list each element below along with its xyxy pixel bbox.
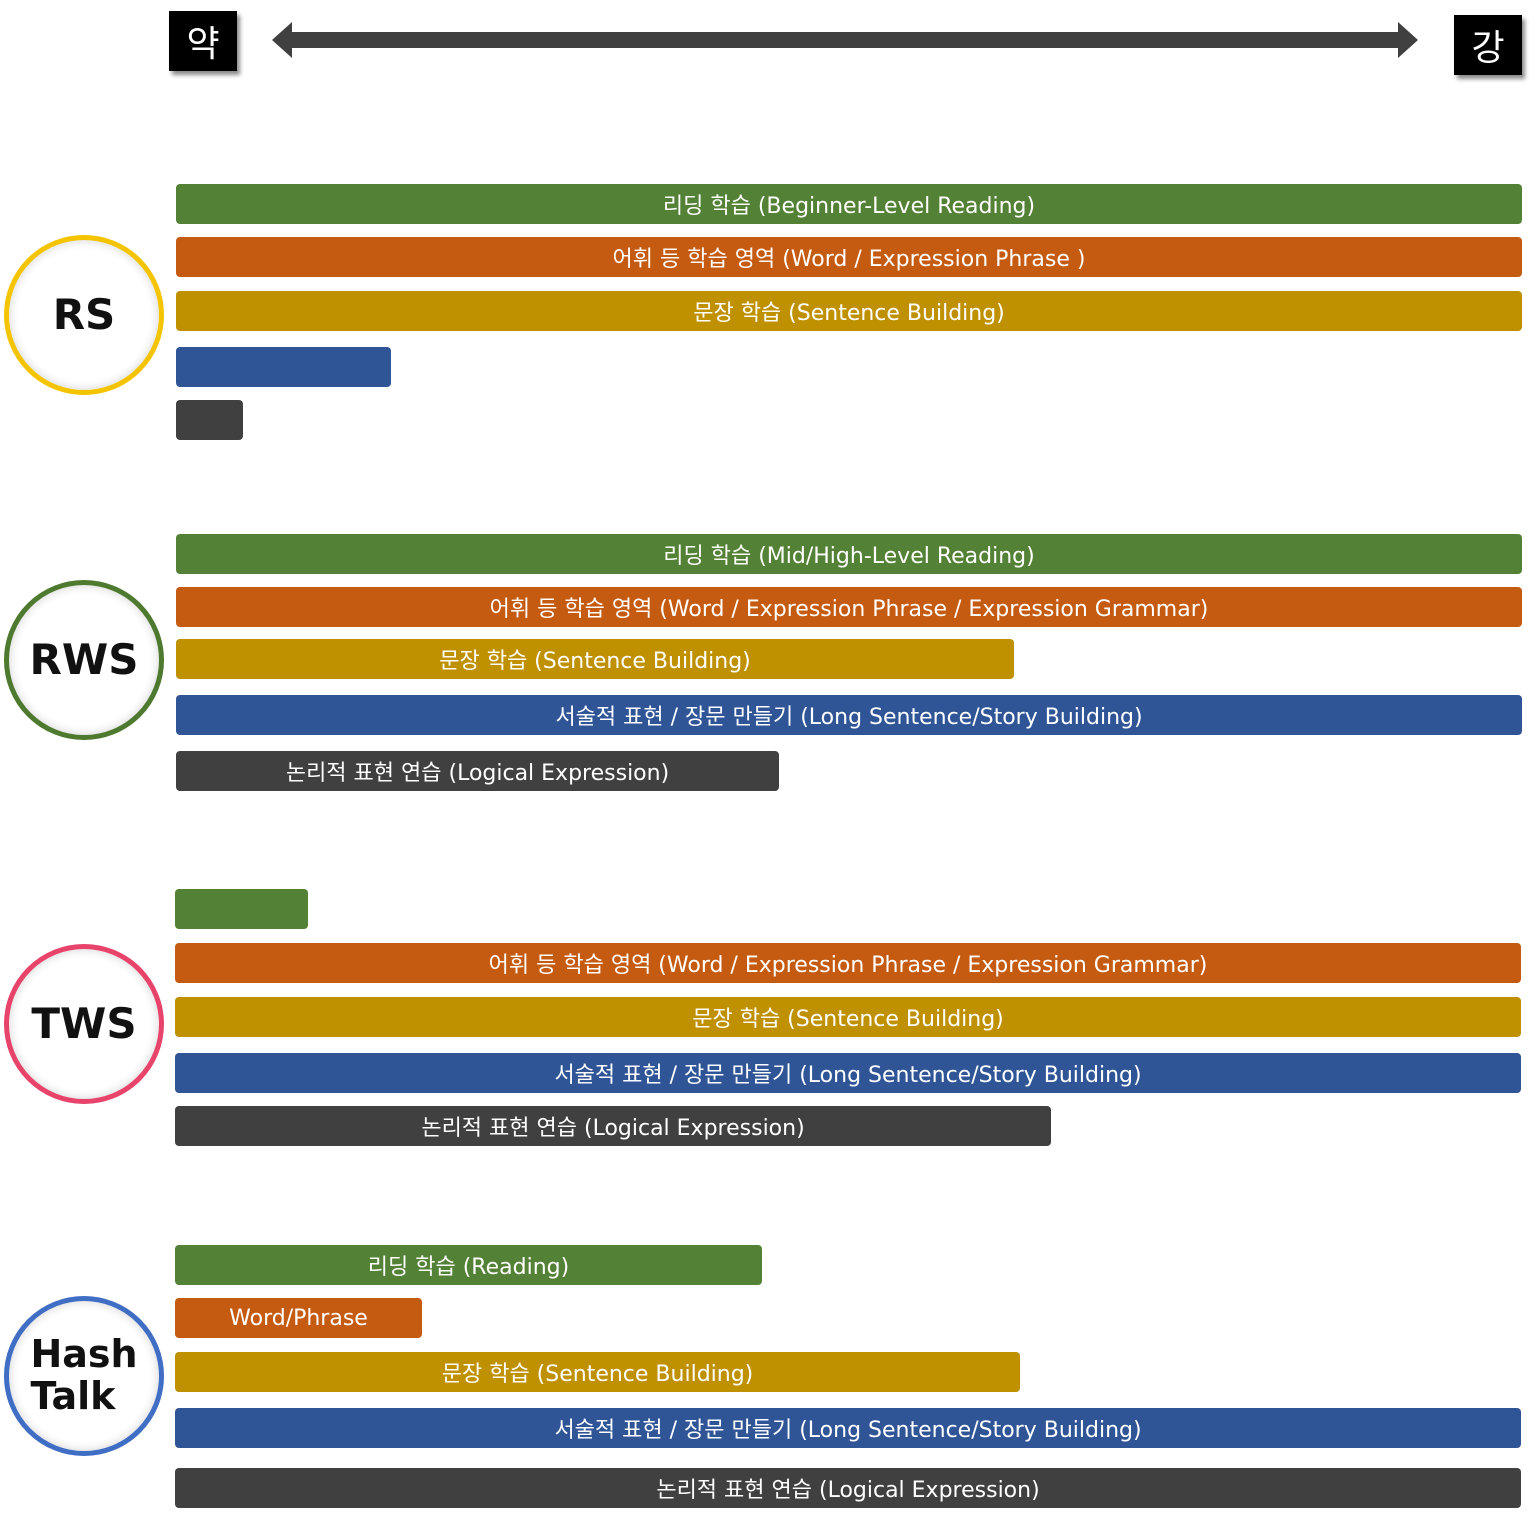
tws-badge: TWS [4, 944, 164, 1104]
rws-reading-bar: 리딩 학습 (Mid/High-Level Reading) [176, 534, 1522, 574]
rs-logical-bar [176, 400, 243, 440]
tws-long-bar: 서술적 표현 / 장문 만들기 (Long Sentence/Story Bui… [175, 1053, 1521, 1093]
hash-logical-bar: 논리적 표현 연습 (Logical Expression) [175, 1468, 1521, 1508]
hash-vocab-bar: Word/Phrase [175, 1298, 422, 1338]
rws-sentence-bar: 문장 학습 (Sentence Building) [176, 639, 1014, 679]
hashtalk-label-line2: Talk [30, 1374, 116, 1418]
tws-vocab-bar: 어휘 등 학습 영역 (Word / Expression Phrase / E… [175, 943, 1521, 983]
tws-label: TWS [31, 998, 137, 1048]
weak-label: 약 [169, 11, 237, 71]
rs-sentence-bar: 문장 학습 (Sentence Building) [176, 291, 1522, 331]
rws-logical-bar: 논리적 표현 연습 (Logical Expression) [176, 751, 779, 791]
tws-sentence-bar: 문장 학습 (Sentence Building) [175, 997, 1521, 1037]
hash-long-bar: 서술적 표현 / 장문 만들기 (Long Sentence/Story Bui… [175, 1408, 1521, 1448]
rws-long-bar: 서술적 표현 / 장문 만들기 (Long Sentence/Story Bui… [176, 695, 1522, 735]
tws-logical-bar: 논리적 표현 연습 (Logical Expression) [175, 1106, 1051, 1146]
tws-reading-bar [175, 889, 308, 929]
rs-long-bar [176, 347, 391, 387]
rs-reading-bar: 리딩 학습 (Beginner-Level Reading) [176, 184, 1522, 224]
rws-vocab-bar: 어휘 등 학습 영역 (Word / Expression Phrase / E… [176, 587, 1522, 627]
double-arrow-icon [272, 22, 1418, 58]
hash-reading-bar: 리딩 학습 (Reading) [175, 1245, 762, 1285]
hash-sentence-bar: 문장 학습 (Sentence Building) [175, 1352, 1020, 1392]
rs-badge: RS [4, 235, 164, 395]
rs-vocab-bar: 어휘 등 학습 영역 (Word / Expression Phrase ) [176, 237, 1522, 277]
rs-label: RS [52, 289, 116, 339]
hashtalk-label-line1: Hash [30, 1332, 138, 1377]
rws-label: RWS [29, 634, 139, 684]
strong-label: 강 [1454, 15, 1522, 75]
rws-badge: RWS [4, 580, 164, 740]
